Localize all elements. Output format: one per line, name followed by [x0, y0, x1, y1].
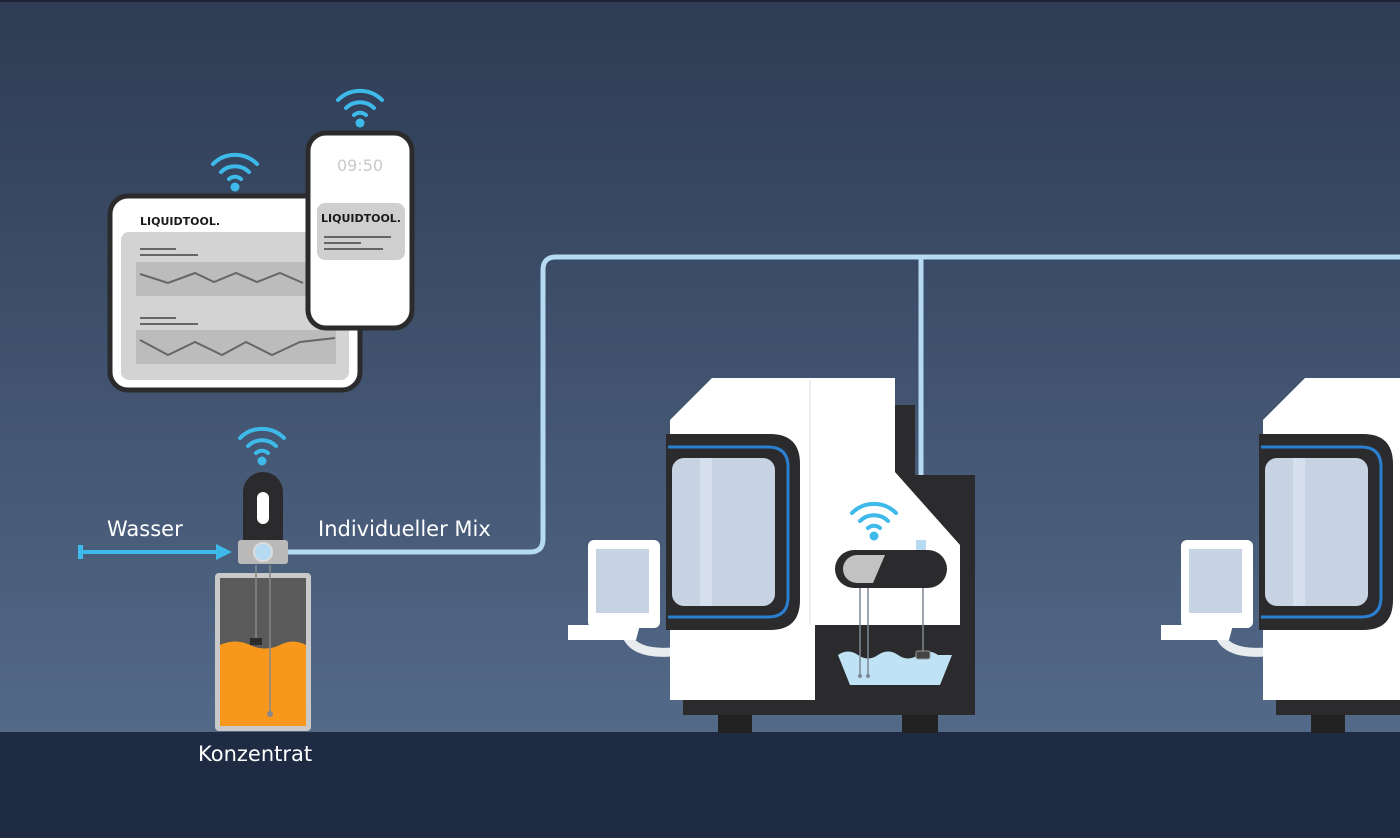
dosing-device [238, 472, 288, 564]
label-water: Wasser [107, 517, 183, 541]
coolant-pipe [270, 254, 1400, 555]
phone-brand: LIQUIDTOOL. [321, 212, 401, 225]
concentrate-tank [215, 565, 311, 731]
top-border [0, 0, 1400, 2]
machine-1-pipe-connector [916, 540, 926, 550]
tablet-brand: LIQUIDTOOL. [140, 215, 220, 228]
arrow-right-icon [78, 544, 232, 560]
phone [305, 130, 415, 331]
label-mix: Individueller Mix [318, 517, 491, 541]
label-concentrate: Konzentrat [198, 742, 312, 766]
floor [0, 732, 1400, 838]
phone-time: 09:50 [337, 156, 383, 175]
tablet [107, 193, 363, 393]
